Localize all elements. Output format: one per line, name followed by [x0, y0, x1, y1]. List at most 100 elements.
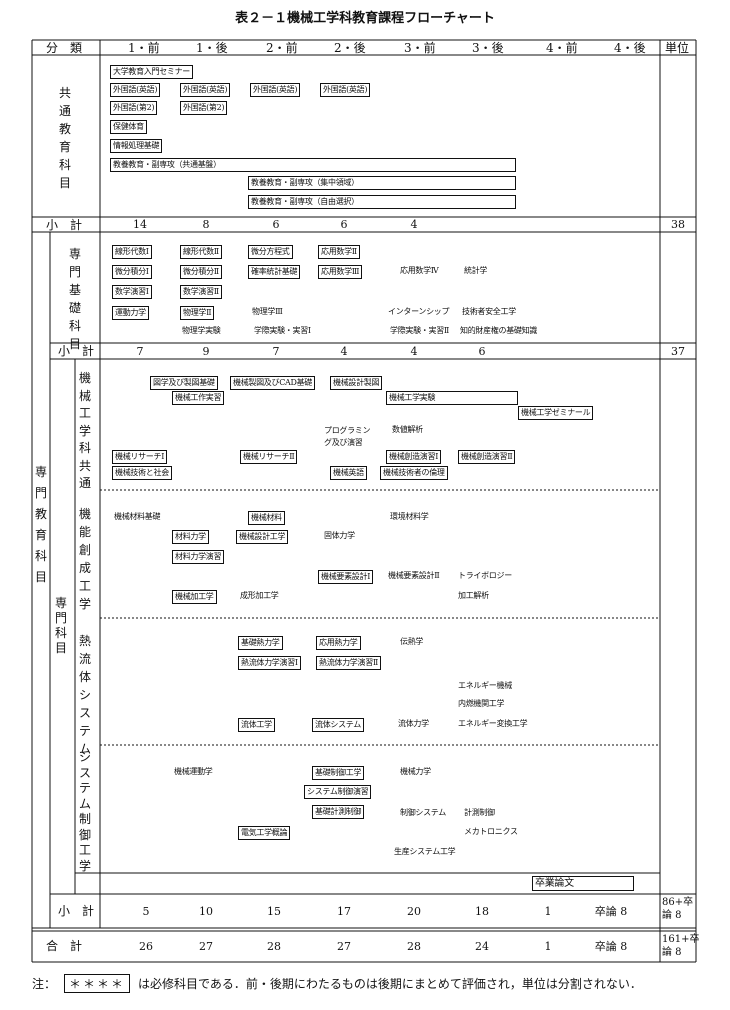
subtotal-value: 5: [142, 905, 150, 918]
course-box: 機械製図及びCAD基礎: [230, 376, 316, 390]
mech-label: 機械工学科共通: [78, 371, 91, 490]
course: 数値解析: [392, 425, 423, 434]
course-box: 外国語(英語): [110, 83, 161, 97]
course-box: 外国語(英語): [250, 83, 301, 97]
course: 知的財産権の基礎知識: [460, 326, 537, 335]
unit-value: 86+卒論 8: [662, 897, 694, 921]
course: 固体力学: [324, 531, 355, 540]
course-box: 基礎計測制御: [312, 805, 365, 819]
term-header: 4・後: [614, 41, 646, 55]
course: 機械材料基礎: [114, 512, 161, 521]
course: 伝熱学: [400, 637, 424, 646]
course: エネルギー機械: [458, 681, 512, 690]
course-box: 機械加工学: [172, 590, 217, 604]
total-value: 27: [199, 940, 213, 953]
course: 制御システム: [400, 808, 446, 817]
course-box: 機械材料: [248, 511, 285, 525]
subtotal-value: 15: [267, 905, 281, 918]
course-box: 機械要素設計Ⅰ: [318, 570, 374, 584]
course-box: 保健体育: [110, 120, 147, 134]
course: 物理学実験: [182, 326, 221, 335]
course-box: 機械創造演習Ⅱ: [458, 450, 516, 464]
course-box: 機械英語: [330, 466, 367, 480]
course: 生産システム工学: [394, 847, 456, 856]
course-box: 機械技術と社会: [112, 466, 172, 480]
course-box: 機械工作実習: [172, 391, 225, 405]
course-box: 運動力学: [112, 306, 149, 320]
course-box: 応用熱力学: [316, 636, 361, 650]
total-value: 24: [475, 940, 489, 953]
course-box: 機械工学ゼミナール: [518, 406, 594, 420]
specialty-label: 専門教育科目: [34, 465, 47, 584]
course-box: 教養教育・副専攻（共通基盤）: [110, 158, 516, 172]
total-value: 26: [139, 940, 153, 953]
course: トライボロジー: [458, 571, 512, 580]
term-header: 2・後: [334, 41, 366, 55]
course-box: 熱流体力学演習Ⅱ: [316, 656, 382, 670]
course-box: 応用数学Ⅱ: [318, 245, 360, 259]
course: 成形加工学: [240, 591, 279, 600]
course: 流体力学: [398, 719, 429, 728]
course-box: 情報処理基礎: [110, 139, 163, 153]
course-box: 電気工学概論: [238, 826, 291, 840]
course-box: 基礎熱力学: [238, 636, 283, 650]
course: 環境材料学: [390, 512, 429, 521]
footnote: 注： ＊＊＊＊ は必修科目である．前・後期にわたるものは後期にまとめて評価され，単位…: [32, 974, 642, 993]
course: メカトロニクス: [464, 827, 518, 836]
subtotal-value: 4: [410, 218, 418, 231]
course: 応用数学Ⅳ: [400, 266, 439, 275]
specialty-sublabel: 専門科目: [54, 596, 67, 655]
required-marker: ＊＊＊＊: [64, 974, 131, 993]
course-box: 機械リサーチⅡ: [240, 450, 298, 464]
course-box: 線形代数Ⅰ: [112, 245, 152, 259]
course: 機械力学: [400, 767, 431, 776]
subtotal-value: 17: [337, 905, 351, 918]
common-label: 共通教育科目: [58, 86, 71, 190]
course-box: 確率統計基礎: [248, 265, 301, 279]
course: 加工解析: [458, 591, 489, 600]
course-box: 外国語(英語): [320, 83, 371, 97]
term-header: 4・前: [546, 41, 578, 55]
subtotal-label: 小 計: [58, 904, 95, 918]
subtotal-value: 4: [410, 345, 418, 358]
course: 機械要素設計Ⅱ: [388, 571, 440, 580]
subtotal-value: 6: [272, 218, 280, 231]
fluid-label: 熱流体システム: [78, 634, 91, 756]
course-box: 流体システム: [312, 718, 364, 732]
term-header: 3・前: [404, 41, 436, 55]
course-box: 線形代数Ⅱ: [180, 245, 222, 259]
note-text: は必修科目である．前・後期にわたるものは後期にまとめて評価され，単位は分割されな…: [138, 977, 642, 991]
course: 学際実験・実習Ⅱ: [390, 326, 450, 335]
subtotal-value: 7: [136, 345, 144, 358]
term-header: 3・後: [472, 41, 504, 55]
term-header: 1・前: [128, 41, 160, 55]
subtotal-value: 4: [340, 345, 348, 358]
course-box: 教養教育・副専攻（自由選択）: [248, 195, 516, 209]
course: インターンシップ: [388, 307, 450, 316]
unit-value: 38: [671, 218, 685, 231]
total-value: 28: [407, 940, 421, 953]
unit-value: 37: [671, 345, 685, 358]
course-box: 物理学Ⅱ: [180, 306, 215, 320]
course-box: 微分積分Ⅱ: [180, 265, 222, 279]
course-box: 数学演習Ⅱ: [180, 285, 222, 299]
category-header: 分 類: [46, 41, 83, 55]
course: プログラミング及び演習: [324, 426, 371, 447]
page-title: 表２－１機械工学科教育課程フローチャート: [235, 11, 495, 26]
total-value: 1: [544, 940, 552, 953]
course: 内燃機関工学: [458, 699, 505, 708]
course-box: 教養教育・副専攻（集中領域）: [248, 176, 516, 190]
course-box: 外国語(英語): [180, 83, 231, 97]
unit-value: 161+卒論 8: [662, 934, 700, 958]
course-box: 微分積分Ⅰ: [112, 265, 152, 279]
course: 機械運動学: [174, 767, 213, 776]
course-box: 応用数学Ⅲ: [318, 265, 363, 279]
course-box: 微分方程式: [248, 245, 293, 259]
course: 学際実験・実習Ⅰ: [254, 326, 311, 335]
note-prefix: 注：: [32, 977, 57, 991]
course-box: 熱流体力学演習Ⅰ: [238, 656, 301, 670]
course-box: 材料力学: [172, 530, 209, 544]
course-box: 外国語(第2): [180, 101, 228, 115]
course-box: 機械工学実験: [386, 391, 518, 405]
